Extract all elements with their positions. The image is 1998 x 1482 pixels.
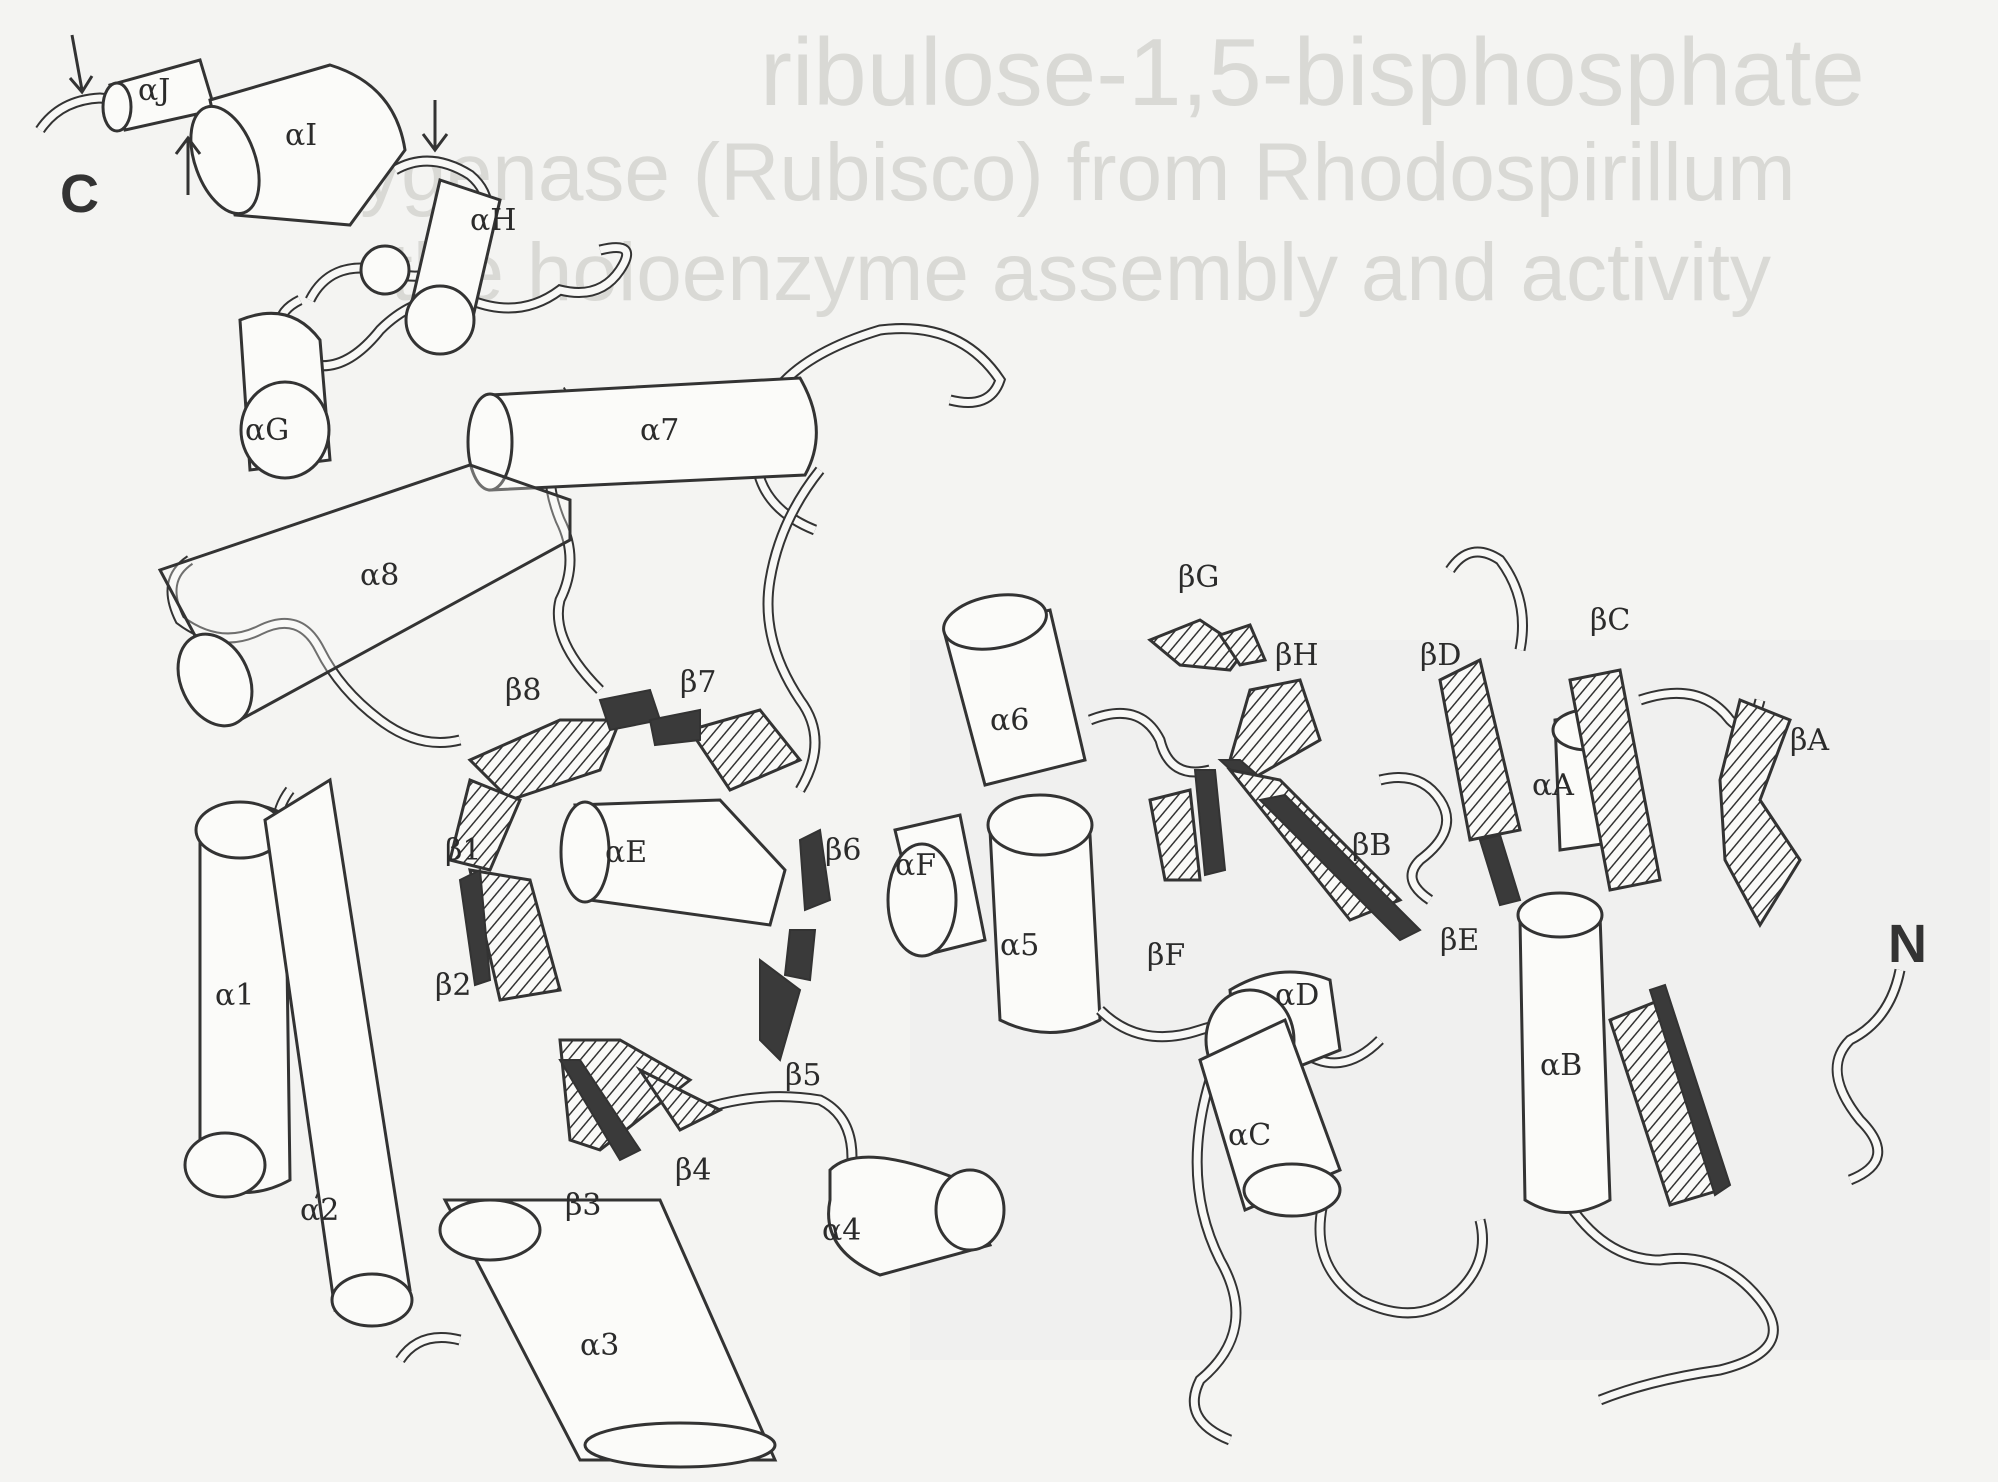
helix-a3: α3: [440, 1200, 775, 1467]
label-ac: αC: [1228, 1118, 1271, 1153]
label-bb: βB: [1352, 828, 1391, 863]
beta-barrel-strands: [450, 690, 830, 1160]
label-b3: β3: [565, 1188, 601, 1223]
terminal-n: N: [1888, 914, 1927, 974]
label-b2: β2: [435, 968, 471, 1003]
helix-ab: αB: [1518, 893, 1610, 1213]
label-ah: αH: [470, 203, 516, 238]
label-ba: βA: [1790, 723, 1829, 758]
label-a4: α4: [822, 1213, 861, 1248]
terminal-c: C: [60, 164, 99, 224]
coil-bd-top: [1450, 552, 1523, 650]
label-b1: β1: [445, 833, 481, 868]
label-b6: β6: [825, 833, 861, 868]
bleed-title-line-2: ygenase (Rubisco) from Rhodospirillum: [360, 127, 1796, 218]
helix-a5: α5: [988, 795, 1100, 1033]
label-a6: α6: [990, 703, 1029, 738]
helix-a7: α7: [468, 378, 816, 490]
arrow-down-aj: [70, 35, 92, 92]
label-bd: βD: [1420, 638, 1461, 673]
label-a2: α2: [300, 1193, 339, 1228]
strand-b7: [690, 710, 800, 790]
label-aa: αA: [1532, 768, 1574, 803]
label-b7: β7: [680, 665, 716, 700]
label-be: βE: [1440, 923, 1479, 958]
label-b8: β8: [505, 673, 541, 708]
label-a3: α3: [580, 1328, 619, 1363]
label-b4: β4: [675, 1153, 711, 1188]
label-bc: βC: [1590, 603, 1630, 638]
label-ag: αG: [245, 413, 289, 448]
label-b5: β5: [785, 1058, 821, 1093]
label-a8: α8: [360, 558, 399, 593]
label-bf: βF: [1147, 938, 1185, 973]
label-ab: αB: [1540, 1048, 1582, 1083]
label-a1: α1: [215, 978, 254, 1013]
label-ae: αE: [605, 835, 647, 870]
label-ai: αI: [285, 118, 317, 153]
label-aj: αJ: [138, 73, 170, 108]
bleed-title-line-3: the holoenzyme assembly and activity: [390, 227, 1771, 318]
label-bg: βG: [1178, 560, 1219, 595]
helix-ae: αE: [561, 800, 785, 925]
bleed-through-text: ribulose-1,5-bisphosphate ygenase (Rubis…: [360, 19, 1990, 1360]
label-bh: βH: [1275, 638, 1319, 673]
label-ad: αD: [1275, 978, 1319, 1013]
label-af: αF: [895, 848, 936, 883]
helix-ag: αG: [240, 313, 330, 478]
label-a7: α7: [640, 413, 679, 448]
bleed-title-line-1: ribulose-1,5-bisphosphate: [760, 19, 1865, 126]
label-a5: α5: [1000, 928, 1039, 963]
